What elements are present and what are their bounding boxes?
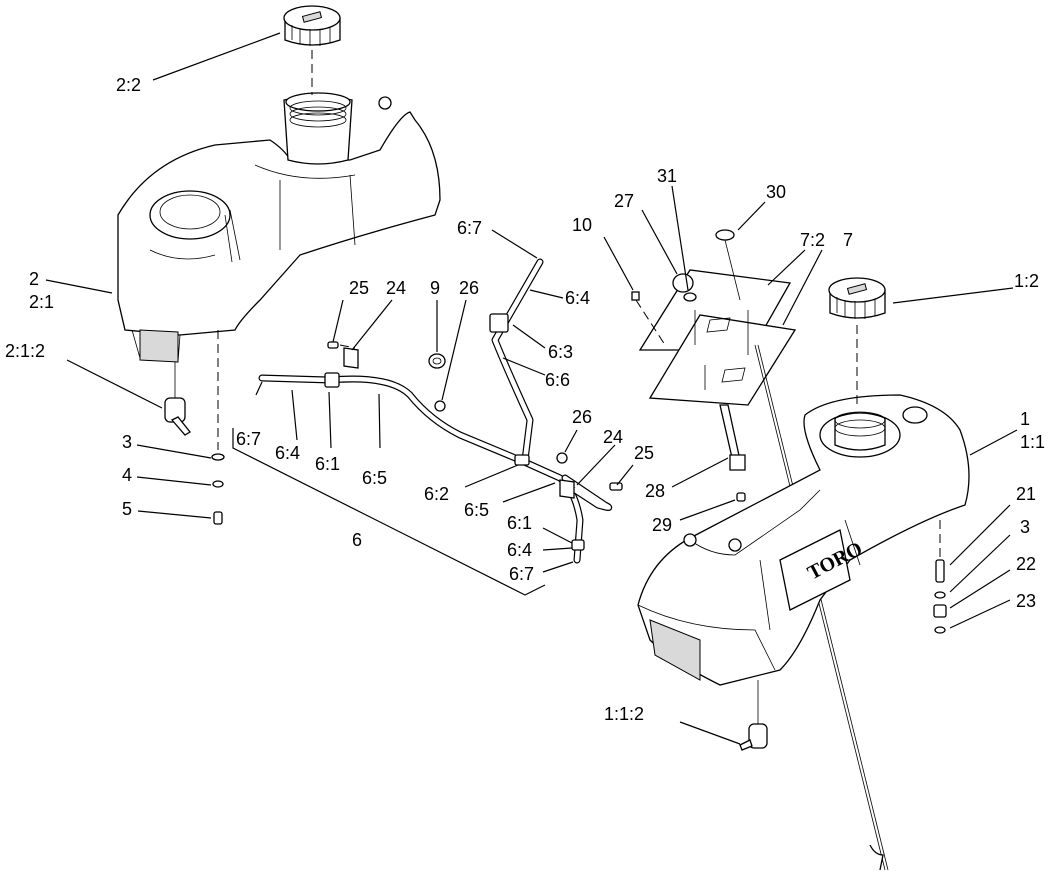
callout-2-2: 2:2 (116, 75, 141, 95)
callout-6: 6 (352, 530, 362, 550)
right-fuel-tank: TORO (637, 394, 970, 686)
screw-25-right (609, 482, 623, 491)
callout-9: 9 (430, 278, 440, 298)
callout-1-1-2: 1:1:2 (604, 704, 644, 724)
callout-30: 30 (766, 182, 786, 202)
callout-26-top: 26 (459, 278, 479, 298)
callout-6-3: 6:3 (548, 342, 573, 362)
callout-3-left: 3 (122, 432, 132, 452)
clamp-24-top (343, 347, 359, 369)
callout-6-6: 6:6 (545, 370, 570, 390)
callout-7-2: 7:2 (800, 230, 825, 250)
callout-21: 21 (1016, 484, 1036, 504)
bolt-10 (631, 291, 666, 346)
callout-6-1-right: 6:1 (507, 513, 532, 533)
nut-26-right (556, 452, 568, 464)
callout-2-1-2: 2:1:2 (5, 341, 45, 361)
left-fuel-tank (117, 92, 441, 363)
callout-29: 29 (652, 515, 672, 535)
callout-1-2: 1:2 (1014, 271, 1039, 291)
callout-28: 28 (645, 481, 665, 501)
callout-7: 7 (843, 230, 853, 250)
fuel-valve-right (739, 680, 768, 751)
callout-31: 31 (657, 166, 677, 186)
nut-22 (933, 604, 947, 618)
callout-6-5-left: 6:5 (362, 468, 387, 488)
callout-10: 10 (572, 215, 592, 235)
gauge-needle-30 (715, 229, 741, 301)
spacer-21 (935, 559, 945, 583)
callout-24-right: 24 (603, 427, 623, 447)
screw-25-top (327, 341, 339, 349)
nut-26-top (434, 400, 446, 412)
callout-6-4-right: 6:4 (507, 540, 532, 560)
callout-27: 27 (614, 191, 634, 211)
callout-23: 23 (1016, 591, 1036, 611)
fuel-cap-left (283, 5, 341, 46)
callout-6-7-left: 6:7 (236, 429, 261, 449)
callout-25-right: 25 (634, 443, 654, 463)
callout-1-1: 1:1 (1020, 432, 1045, 452)
callout-5: 5 (122, 499, 132, 519)
rod-31 (683, 292, 697, 302)
gauge-plate-assembly (638, 269, 797, 406)
callout-6-5-right: 6:5 (464, 500, 489, 520)
washer-3-left (211, 453, 225, 461)
callout-6-4-top: 6:4 (565, 288, 590, 308)
callout-6-7-top: 6:7 (457, 218, 482, 238)
callout-6-2: 6:2 (424, 484, 449, 504)
callout-24-top: 24 (386, 278, 406, 298)
callout-2: 2 (29, 269, 39, 289)
washer-4-left (212, 480, 224, 488)
sender-arm-28 (719, 404, 746, 471)
fuel-hose-assembly (258, 258, 613, 564)
callout-4: 4 (122, 465, 132, 485)
fuel-valve-left (164, 362, 191, 436)
screw-29 (736, 492, 746, 502)
callout-6-7-right: 6:7 (509, 564, 534, 584)
washer-3-right (934, 591, 946, 599)
washer-23 (934, 626, 946, 634)
callout-1: 1 (1020, 409, 1030, 429)
callout-22: 22 (1016, 554, 1036, 574)
callout-2-1: 2:1 (29, 292, 54, 312)
float-27 (672, 273, 694, 293)
clamp-24-right (559, 479, 575, 499)
fuel-cap-right (828, 277, 886, 319)
callout-25-top: 25 (349, 278, 369, 298)
grommet-9 (428, 353, 446, 369)
callout-3-right: 3 (1020, 517, 1030, 537)
callout-26-right: 26 (572, 407, 592, 427)
callout-6-4-left: 6:4 (275, 443, 300, 463)
callout-6-1-left: 6:1 (315, 454, 340, 474)
screw-5-left (213, 511, 223, 525)
